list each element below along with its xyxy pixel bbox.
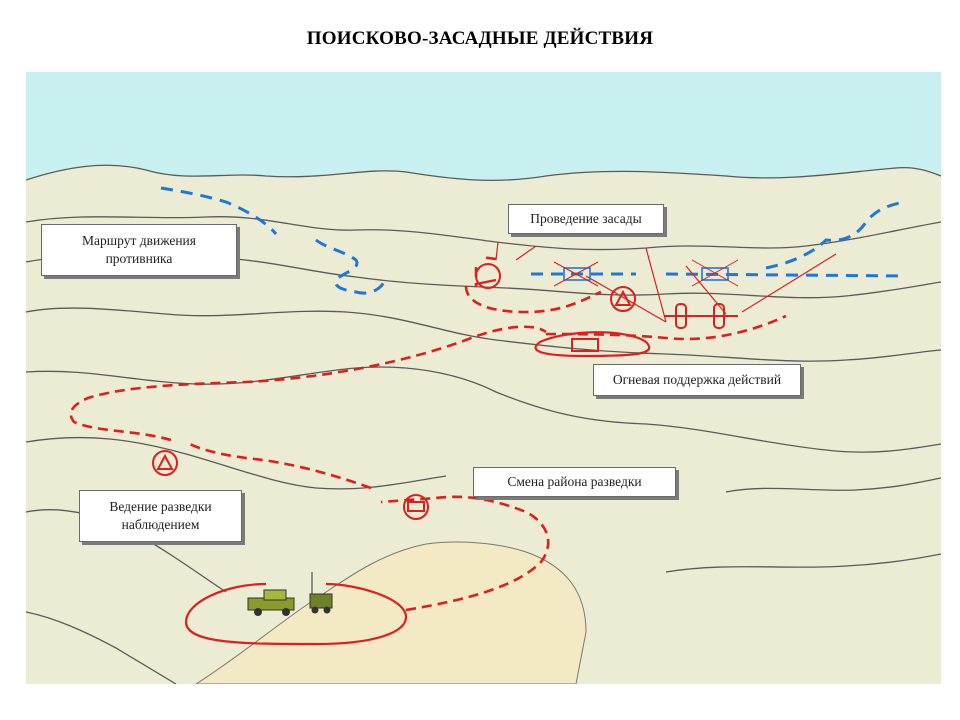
road [195, 541, 587, 684]
enemy-symbols [563, 267, 729, 281]
label-observation: Ведение разведки наблюдением [79, 490, 242, 542]
label-enemy-route: Маршрут движения противника [41, 224, 237, 276]
label-ambush: Проведение засады [508, 204, 664, 234]
terrain [26, 165, 941, 684]
friendly-route [69, 255, 787, 612]
label-fire-support: Огневая поддержка действий [593, 364, 801, 396]
label-area-change: Смена района разведки [473, 467, 676, 497]
vehicles [247, 572, 333, 616]
unit-markers [152, 263, 738, 520]
terrain-scene: Маршрут движения противника Проведение з… [26, 72, 941, 684]
strike-marks [553, 259, 739, 287]
ridge-lines [26, 164, 941, 684]
enemy-route [160, 186, 907, 295]
page-title: ПОИСКОВО-ЗАСАДНЫЕ ДЕЙСТВИЯ [306, 28, 654, 49]
